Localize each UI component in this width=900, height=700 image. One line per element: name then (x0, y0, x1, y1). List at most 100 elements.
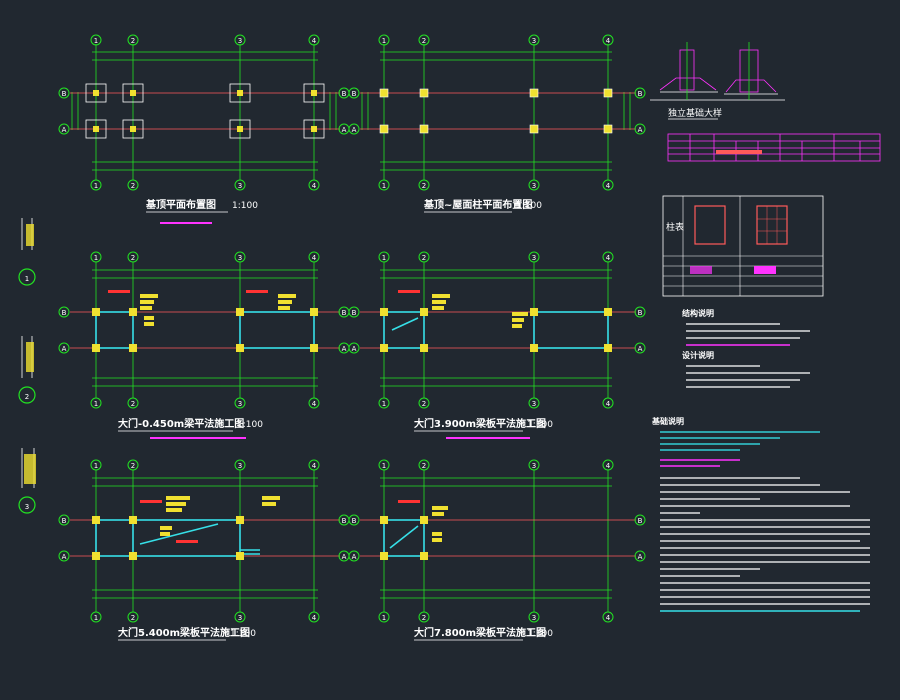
section-label: 2 (25, 393, 29, 401)
axis-label: 3 (238, 254, 242, 262)
axis-label: 3 (238, 462, 242, 470)
axis-label: 2 (131, 254, 135, 262)
section-details: 1 2 3 (18, 218, 36, 514)
beam-plan-7800-title: 大门7.800m梁板平法施工图 (414, 626, 546, 639)
axis-label: 2 (422, 400, 426, 408)
column-plan: 1 2 3 4 1 2 3 4 B A B A 基顶~屋面柱平面布置图 1:10… (348, 34, 646, 213)
axis-label: 1 (94, 182, 98, 190)
axis-label: 2 (422, 462, 426, 470)
axis-label: A (62, 553, 67, 561)
axis-label: 4 (312, 614, 317, 622)
foundation-detail-title: 独立基础大样 (668, 107, 722, 119)
axis-label: 3 (238, 614, 242, 622)
axis-label: A (352, 553, 357, 561)
notes-design-title: 设计说明 (682, 350, 714, 360)
axis-label: B (638, 90, 643, 98)
beam-plan-7800: 1 2 3 4 1 2 3 4 B A B A 大门7.800m梁板平法施工图 … (348, 459, 646, 641)
axis-label: 3 (238, 400, 242, 408)
section-label: 3 (25, 503, 29, 511)
axis-label: A (352, 126, 357, 134)
axis-label: A (342, 553, 347, 561)
foundation-detail: 独立基础大样 (650, 42, 881, 162)
beam-plan-3900-title: 大门3.900m梁板平法施工图 (414, 417, 546, 430)
beam-plan-m0450: 1 2 3 4 1 2 3 4 B A B A 大门-0.450m梁平法施工图 … (58, 251, 350, 439)
axis-label: 4 (312, 254, 317, 262)
axis-label: 1 (94, 37, 98, 45)
section-label: 1 (25, 275, 29, 283)
axis-label: 4 (606, 254, 611, 262)
axis-label: 4 (606, 462, 611, 470)
beam-plan-m0450-title: 大门-0.450m梁平法施工图 (118, 417, 244, 430)
axis-label: 1 (94, 462, 98, 470)
beam-plan-3900: 1 2 3 4 1 2 3 4 B A B A 大门3.900m梁板平法施工图 … (348, 251, 646, 439)
axis-label: 1 (382, 254, 386, 262)
axis-label: 4 (312, 462, 317, 470)
axis-label: B (342, 90, 347, 98)
axis-label: 4 (312, 400, 317, 408)
foundation-plan-title: 基顶平面布置图 (145, 198, 216, 211)
axis-label: 2 (131, 462, 135, 470)
beam-plan-5400-title: 大门5.400m梁板平法施工图 (118, 626, 250, 639)
axis-label: 3 (532, 182, 536, 190)
notes-foundation-title: 基础说明 (651, 416, 684, 426)
axis-label: 1 (382, 614, 386, 622)
beam-plan-5400: 1 2 3 4 1 2 3 4 B A B A 大门5.400m梁板平法施工图 … (58, 459, 350, 641)
axis-label: 2 (422, 614, 426, 622)
beam-plan-7800-scale: 1:100 (527, 629, 553, 639)
column-table-title: 柱表 (666, 221, 684, 233)
axis-label: 3 (532, 614, 536, 622)
axis-label: A (638, 126, 643, 134)
axis-label: A (62, 345, 67, 353)
column-table-magenta-cell (690, 266, 712, 274)
axis-label: 3 (238, 182, 242, 190)
axis-label: 2 (422, 182, 426, 190)
axis-label: B (342, 309, 347, 317)
axis-label: 2 (422, 254, 426, 262)
notes-design: 设计说明 (682, 350, 810, 388)
column-table: 柱表 (662, 195, 824, 297)
axis-label: 2 (131, 614, 135, 622)
axis-label: 3 (532, 400, 536, 408)
axis-label: 4 (606, 614, 611, 622)
axis-label: A (638, 553, 643, 561)
beam-plan-5400-scale: 1:100 (230, 629, 256, 639)
axis-label: 2 (422, 37, 426, 45)
axis-label: 1 (382, 182, 386, 190)
axis-label: A (638, 345, 643, 353)
notes-structure: 结构说明 (682, 308, 810, 346)
axis-label: B (638, 517, 643, 525)
axis-label: B (638, 309, 643, 317)
foundation-table (667, 133, 881, 162)
axis-label: A (342, 345, 347, 353)
column-table-magenta-cell (754, 266, 776, 274)
foundation-plan: 1 2 3 4 1 2 3 4 B A B A 基顶平面布置图 1:100 (58, 34, 350, 224)
axis-label: B (352, 309, 357, 317)
axis-label: 4 (606, 37, 611, 45)
axis-label: 2 (131, 37, 135, 45)
beam-plan-3900-scale: 1:100 (527, 420, 553, 430)
table-red-cell (716, 150, 762, 154)
axis-label: B (352, 90, 357, 98)
axis-label: 3 (532, 37, 536, 45)
axis-label: 2 (131, 182, 135, 190)
axis-label: 4 (312, 182, 317, 190)
notes-foundation: 基础说明 (651, 416, 870, 612)
beam-plan-m0450-scale: 1:100 (237, 420, 263, 430)
axis-label: B (352, 517, 357, 525)
axis-label: A (62, 126, 67, 134)
axis-label: A (352, 345, 357, 353)
axis-label: A (342, 126, 347, 134)
axis-label: 1 (382, 462, 386, 470)
axis-label: 2 (131, 400, 135, 408)
axis-label: B (342, 517, 347, 525)
axis-label: 4 (606, 400, 611, 408)
axis-label: B (62, 309, 67, 317)
axis-label: 3 (532, 254, 536, 262)
axis-label: 3 (238, 37, 242, 45)
axis-label: 1 (94, 400, 98, 408)
axis-label: 3 (532, 462, 536, 470)
axis-label: B (62, 517, 67, 525)
foundation-plan-scale: 1:100 (232, 201, 258, 211)
column-plan-scale: 1:100 (516, 201, 542, 211)
